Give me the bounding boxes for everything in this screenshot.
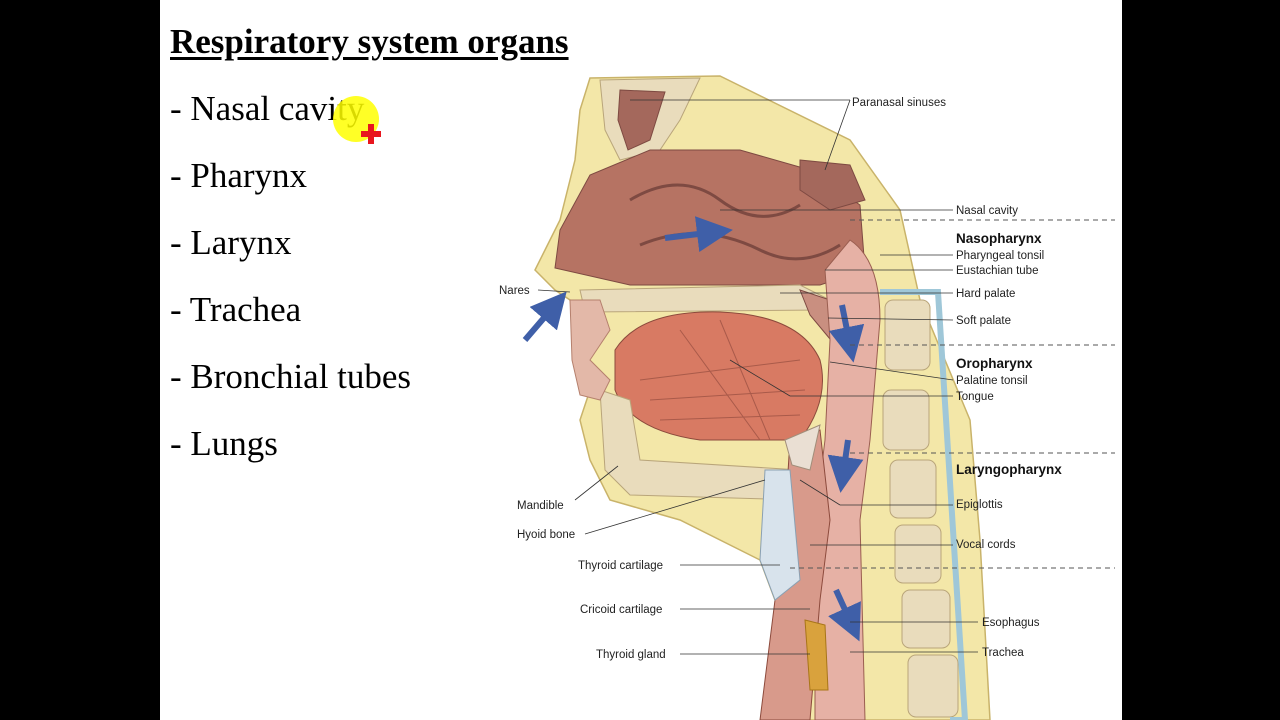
cursor-cross-icon (361, 124, 381, 144)
label-hyoid-bone: Hyoid bone (517, 529, 575, 541)
tongue-fibers (639, 319, 806, 441)
slide-title: Respiratory system organs (170, 22, 569, 61)
label-hard-palate: Hard palate (956, 288, 1015, 300)
label-nasopharynx: Nasopharynx (956, 231, 1042, 246)
label-thyroid-gland: Thyroid gland (596, 649, 666, 661)
label-esophagus: Esophagus (982, 617, 1040, 629)
airflow-arrows (522, 216, 865, 642)
label-pharyngeal-tonsil: Pharyngeal tonsil (956, 250, 1044, 262)
label-eustachian-tube: Eustachian tube (956, 265, 1038, 277)
bullet-lungs: - Lungs (170, 424, 278, 463)
cervical-spine (880, 289, 969, 720)
bullet-pharynx: - Pharynx (170, 156, 308, 195)
thyroid-cartilage-shape (759, 469, 801, 601)
label-trachea: Trachea (982, 647, 1024, 659)
label-epiglottis: Epiglottis (956, 499, 1003, 511)
label-cricoid-cartilage: Cricoid cartilage (580, 604, 662, 616)
region-separators (790, 219, 1115, 569)
label-laryngopharynx: Laryngopharynx (956, 462, 1062, 477)
label-palatine-tonsil: Palatine tonsil (956, 375, 1028, 387)
respiratory-anatomy-diagram: Paranasal sinuses Nasal cavity Nasophary… (499, 75, 1115, 720)
slide: Respiratory system organs - Nasal cavity… (160, 0, 1122, 720)
thyroid-gland-shape (804, 619, 829, 691)
frontal-sinus (617, 89, 666, 151)
leader-lines (537, 99, 978, 655)
tongue-shape (614, 311, 823, 441)
label-soft-palate: Soft palate (956, 315, 1011, 327)
epiglottis-shape (784, 424, 821, 471)
label-thyroid-cartilage: Thyroid cartilage (578, 560, 663, 572)
label-tongue: Tongue (956, 391, 994, 403)
label-mandible: Mandible (517, 500, 564, 512)
label-oropharynx: Oropharynx (956, 356, 1033, 371)
sphenoid-sinus (799, 159, 866, 211)
label-vocal-cords: Vocal cords (956, 539, 1016, 551)
label-paranasal-sinuses: Paranasal sinuses (852, 97, 946, 109)
lips (569, 299, 611, 401)
bullet-trachea: - Trachea (170, 290, 302, 329)
label-nares: Nares (499, 285, 530, 297)
bullet-larynx: - Larynx (170, 223, 292, 262)
organ-list: - Nasal cavity - Pharynx - Larynx - Trac… (170, 88, 411, 490)
hard-palate-shape (579, 284, 831, 313)
bullet-nasal-cavity: - Nasal cavity (170, 89, 365, 128)
label-nasal-cavity: Nasal cavity (956, 205, 1018, 217)
bullet-bronchial-tubes: - Bronchial tubes (170, 357, 412, 396)
